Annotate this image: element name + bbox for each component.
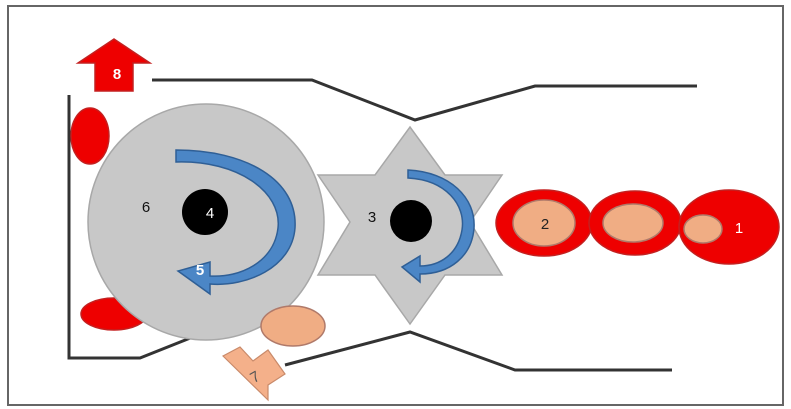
label-1: 1 (735, 220, 743, 237)
black-nucleus-3 (390, 200, 432, 242)
curved-arrow-5-icon: 5 (175, 149, 296, 296)
peach-core-1 (683, 214, 723, 244)
peach-core-middle (602, 203, 664, 243)
label-8: 8 (113, 66, 121, 83)
peach-core-2 (512, 199, 576, 247)
black-nucleus-4 (182, 189, 228, 235)
bottom-vessel-line (284, 330, 672, 372)
label-6: 6 (142, 199, 150, 216)
red-cell-left-top (70, 107, 110, 165)
down-left-arrow-icon: 7 (221, 346, 286, 402)
up-arrow-icon: 8 (75, 38, 153, 92)
label-5: 5 (196, 262, 204, 279)
label-4: 4 (206, 205, 214, 222)
left-wall-line (67, 95, 229, 360)
label-3: 3 (368, 209, 376, 226)
curved-arrow-star-icon (400, 169, 475, 284)
red-cell-1 (678, 189, 780, 265)
top-vessel-line (152, 78, 697, 122)
label-2: 2 (541, 216, 549, 233)
peach-cell-bottom (260, 305, 326, 347)
